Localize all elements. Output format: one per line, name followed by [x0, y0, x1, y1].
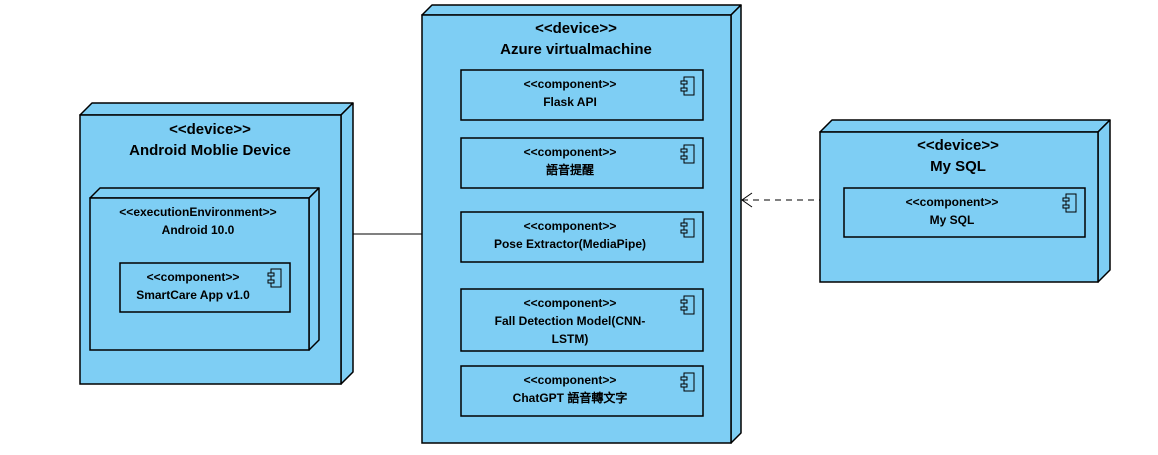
android-node-top-face [79, 102, 354, 116]
azure-component-stereotype: <<component>> [524, 219, 617, 233]
azure-component[interactable]: <<component>> 語音提醒 [460, 137, 704, 189]
azure-node-name: Azure virtualmachine [500, 41, 652, 58]
azure-component[interactable]: <<component>> Flask API [460, 69, 704, 121]
azure-component-name: 語音提醒 [546, 162, 594, 177]
component-icon [680, 295, 695, 315]
azure-component-stereotype: <<component>> [524, 373, 617, 387]
mysql-device-node[interactable]: <<device>> My SQL <<component>> My SQL [819, 119, 1111, 283]
component-icon [680, 218, 695, 238]
mysql-node-side-face [1097, 119, 1111, 283]
android-node-stereotype: <<device>> [169, 121, 251, 138]
azure-component-name: Fall Detection Model(CNN- [495, 314, 646, 328]
mysql-component[interactable]: <<component>> My SQL [843, 187, 1086, 238]
azure-component[interactable]: <<component>> Fall Detection Model(CNN- LS… [460, 288, 704, 352]
smartcare-component-stereotype: <<component>> [147, 270, 240, 284]
azure-component-box [460, 288, 704, 352]
exec-env-side-face [308, 187, 320, 351]
smartcare-component-name: SmartCare App v1.0 [136, 288, 250, 302]
azure-node-side-face [730, 4, 742, 444]
component-icon [1062, 193, 1077, 213]
component-icon [680, 144, 695, 164]
azure-component-stereotype: <<component>> [524, 77, 617, 91]
azure-component-name: LSTM) [552, 332, 589, 346]
mysql-azure-dependency[interactable] [741, 192, 820, 208]
azure-component-box [460, 137, 704, 189]
exec-env-top-face [89, 187, 320, 199]
component-icon [267, 268, 282, 288]
smartcare-app-component[interactable]: <<component>> SmartCare App v1.0 [119, 262, 291, 313]
android-node-side-face [340, 102, 354, 385]
exec-env-stereotype: <<executionEnvironment>> [119, 205, 276, 219]
azure-component-list: <<component>>Flask API<<component>>語音提醒<… [460, 69, 704, 417]
component-icon [680, 372, 695, 392]
azure-component-box [460, 211, 704, 263]
exec-env-name: Android 10.0 [162, 223, 235, 237]
azure-vm-node[interactable]: <<device>> Azure virtualmachine <<compon… [421, 4, 742, 444]
mysql-component-box [843, 187, 1086, 238]
mysql-node-stereotype: <<device>> [917, 137, 999, 154]
android-device-node[interactable]: <<device>> Android Moblie Device <<execu… [79, 102, 354, 385]
component-icon [680, 76, 695, 96]
smartcare-component-box [119, 262, 291, 313]
azure-component[interactable]: <<component>> Pose Extractor(MediaPipe) [460, 211, 704, 263]
azure-component-name: ChatGPT 語音轉文字 [513, 390, 628, 405]
mysql-component-name: My SQL [930, 213, 975, 227]
azure-component-box [460, 365, 704, 417]
azure-node-stereotype: <<device>> [535, 20, 617, 37]
mysql-node-top-face [819, 119, 1111, 133]
dependency-arrowhead [741, 192, 753, 208]
android-node-name: Android Moblie Device [129, 142, 291, 159]
azure-component-box [460, 69, 704, 121]
azure-component-stereotype: <<component>> [524, 145, 617, 159]
azure-component-stereotype: <<component>> [524, 296, 617, 310]
android-exec-environment-node[interactable]: <<executionEnvironment>> Android 10.0 <<… [89, 187, 320, 351]
azure-component-name: Pose Extractor(MediaPipe) [494, 237, 646, 251]
mysql-node-name: My SQL [930, 158, 986, 175]
azure-component[interactable]: <<component>> ChatGPT 語音轉文字 [460, 365, 704, 417]
azure-component-name: Flask API [543, 95, 597, 109]
mysql-component-stereotype: <<component>> [906, 195, 999, 209]
azure-node-top-face [421, 4, 742, 16]
